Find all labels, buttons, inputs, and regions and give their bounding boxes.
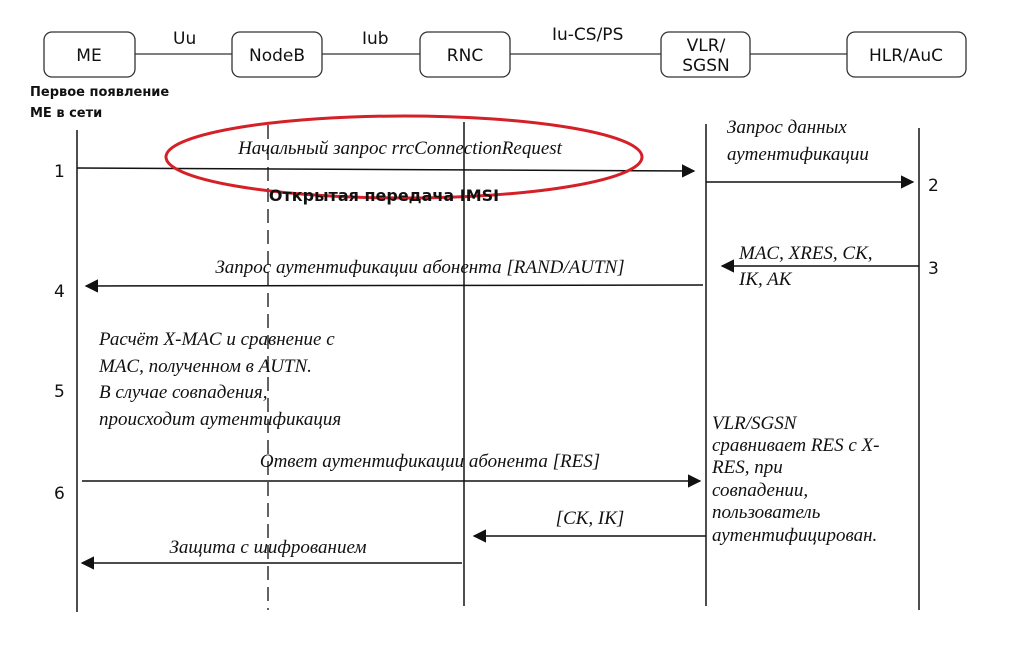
note-vlr-line: сравнивает RES с X- xyxy=(712,435,879,456)
node-me-label: ME xyxy=(76,46,101,66)
interface-label-iu: Iu-CS/PS xyxy=(552,25,623,45)
step-number-4: 4 xyxy=(54,282,65,302)
step-number-5: 5 xyxy=(54,382,65,402)
me-caption-line2: ME в сети xyxy=(30,106,102,121)
highlight-ellipse xyxy=(164,114,644,200)
note-vlr-line: аутентифицирован. xyxy=(712,525,877,546)
note-vlr-line: совпадении, xyxy=(712,480,808,501)
message-label-7: [CK, IK] xyxy=(556,508,625,529)
interface-label-iub: Iub xyxy=(362,29,389,49)
me-caption-line1: Первое появление xyxy=(30,85,169,100)
message-label-2-line1: Запрос данных xyxy=(727,117,847,138)
note-step5-line: Расчёт X-MAC и сравнение с xyxy=(98,329,335,350)
imsi-highlight-label: Открытая передача IMSI xyxy=(269,186,499,205)
step-number-6: 6 xyxy=(54,484,65,504)
node-nodeb-label: NodeB xyxy=(249,46,305,66)
note-vlr-line: VLR/SGSN xyxy=(712,413,798,434)
message-label-3-line2: IK, AK xyxy=(738,269,793,290)
message-label-8: Защита с шифрованием xyxy=(169,537,366,558)
node-nodeb: NodeB xyxy=(231,31,323,78)
note-step5-line: MAC, полученном в AUTN. xyxy=(98,356,312,377)
node-hlr-auc: HLR/AuC xyxy=(846,31,967,78)
message-label-1: Начальный запрос rrcConnectionRequest xyxy=(237,138,563,159)
node-me: ME xyxy=(43,31,136,78)
interface-label-uu: Uu xyxy=(173,29,196,49)
message-label-6: Ответ аутентификации абонента [RES] xyxy=(260,451,600,472)
note-step5-line: происходит аутентификация xyxy=(99,409,341,430)
note-vlr: VLR/SGSN сравнивает RES с X- RES, при со… xyxy=(711,413,879,546)
note-step5-line: В случае совпадения, xyxy=(99,382,268,403)
message-label-4: Запрос аутентификации абонента [RAND/AUT… xyxy=(215,257,624,278)
message-arrow-4 xyxy=(84,279,704,293)
note-step5: Расчёт X-MAC и сравнение с MAC, полученн… xyxy=(98,329,341,430)
node-hlr-label: HLR/AuC xyxy=(869,46,943,66)
step-number-2: 2 xyxy=(928,176,939,196)
step-number-1: 1 xyxy=(54,162,65,182)
node-vlr-label-line2: SGSN xyxy=(682,56,729,76)
step-number-3: 3 xyxy=(928,259,939,279)
node-vlr-label-line1: VLR/ xyxy=(687,36,726,56)
note-vlr-line: RES, при xyxy=(711,457,783,478)
message-arrow-1 xyxy=(76,164,696,178)
node-rnc-label: RNC xyxy=(447,46,483,66)
note-vlr-line: пользователь xyxy=(712,502,821,523)
message-label-3-line1: MAC, XRES, CK, xyxy=(738,243,873,264)
node-rnc: RNC xyxy=(419,31,511,78)
message-label-2-line2: аутентификации xyxy=(727,144,869,165)
node-vlr-sgsn: VLR/ SGSN xyxy=(660,31,751,78)
